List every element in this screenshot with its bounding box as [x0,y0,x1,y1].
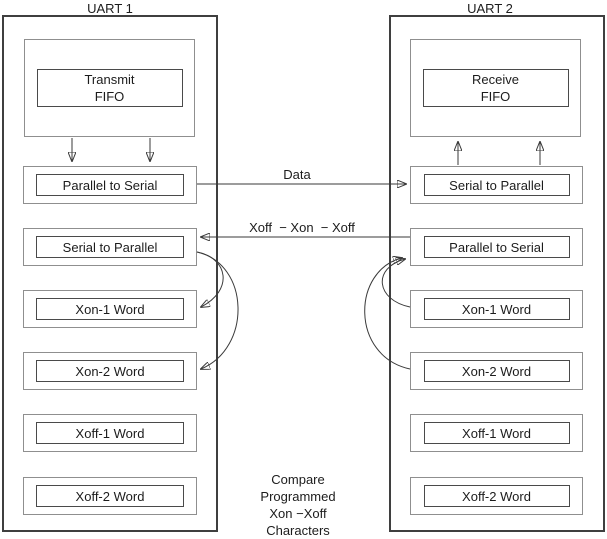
uart2-receive-fifo-box: Receive FIFO [422,69,569,107]
uart2-serial-to-parallel-label: Serial to Parallel [449,177,544,193]
uart2-xon2-word-inner-box: Xon-2 Word [423,360,570,382]
uart2-xon1-word-block: Xon-1 Word [410,290,583,328]
uart1-serial-to-parallel-label: Serial to Parallel [62,239,158,255]
uart1-transmit-fifo-box: Transmit FIFO [36,69,183,107]
uart1-xon1-word-block: Xon-1 Word [23,290,197,328]
uart2-xoff1-word-label: Xoff-1 Word [462,425,531,441]
uart1-title: UART 1 [87,1,133,16]
uart1-xoff2-word-inner-box: Xoff-2 Word [36,485,184,507]
uart2-receive-fifo-label-line2: FIFO [480,89,511,104]
uart2-xoff1-word-block: Xoff-1 Word [410,414,583,452]
uart2-xon1-word-label: Xon-1 Word [461,301,532,317]
compare-note-line2: Programmed [260,489,336,504]
uart1-xoff2-word-block: Xoff-2 Word [23,477,197,515]
uart1-transmit-fifo-label-line2: FIFO [94,89,125,104]
compare-note-line4: Characters [266,523,330,538]
uart2-parallel-to-serial-label: Parallel to Serial [449,239,544,255]
uart2-xoff2-word-block: Xoff-2 Word [410,477,583,515]
uart2-xon2-word-label: Xon-2 Word [461,363,532,379]
uart1-serial-to-parallel-block: Serial to Parallel [23,228,197,266]
uart2-receive-fifo-label-line1: Receive [472,72,519,87]
uart1-xon2-word-inner-box: Xon-2 Word [36,360,184,382]
uart1-serial-to-parallel-inner-box: Serial to Parallel [36,236,184,258]
uart1-fifo-section: Transmit FIFO [24,39,195,137]
uart1-xoff2-word-label: Xoff-2 Word [75,488,145,504]
compare-note-line1: Compare [271,472,325,487]
uart2-xoff2-word-label: Xoff-2 Word [462,488,531,504]
flow-control-arrow-label: Xoff − Xon − Xoff [249,220,355,235]
uart2-serial-to-parallel-block: Serial to Parallel [410,166,583,204]
uart1-xoff1-word-label: Xoff-1 Word [75,425,145,441]
uart2-xon1-word-inner-box: Xon-1 Word [423,298,570,320]
uart2-parallel-to-serial-inner-box: Parallel to Serial [423,236,570,258]
uart1-parallel-to-serial-inner-box: Parallel to Serial [36,174,184,196]
uart1-xon2-word-label: Xon-2 Word [75,363,145,379]
uart2-fifo-section: Receive FIFO [410,39,581,137]
uart1-xon2-word-block: Xon-2 Word [23,352,197,390]
uart1-parallel-to-serial-label: Parallel to Serial [62,177,158,193]
uart2-title: UART 2 [467,1,513,16]
uart2-xoff1-word-inner-box: Xoff-1 Word [423,422,570,444]
uart1-xoff1-word-inner-box: Xoff-1 Word [36,422,184,444]
uart2-xoff2-word-inner-box: Xoff-2 Word [423,485,570,507]
uart1-xon1-word-inner-box: Xon-1 Word [36,298,184,320]
uart1-parallel-to-serial-block: Parallel to Serial [23,166,197,204]
compare-note-line3: Xon −Xoff [269,506,327,521]
uart1-xoff1-word-block: Xoff-1 Word [23,414,197,452]
compare-note: Compare Programmed Xon −Xoff Characters [238,471,358,539]
uart2-xon2-word-block: Xon-2 Word [410,352,583,390]
uart1-xon1-word-label: Xon-1 Word [75,301,145,317]
data-arrow-label: Data [283,167,311,182]
uart2-serial-to-parallel-inner-box: Serial to Parallel [423,174,570,196]
uart2-parallel-to-serial-block: Parallel to Serial [410,228,583,266]
uart1-transmit-fifo-label-line1: Transmit [84,72,135,87]
